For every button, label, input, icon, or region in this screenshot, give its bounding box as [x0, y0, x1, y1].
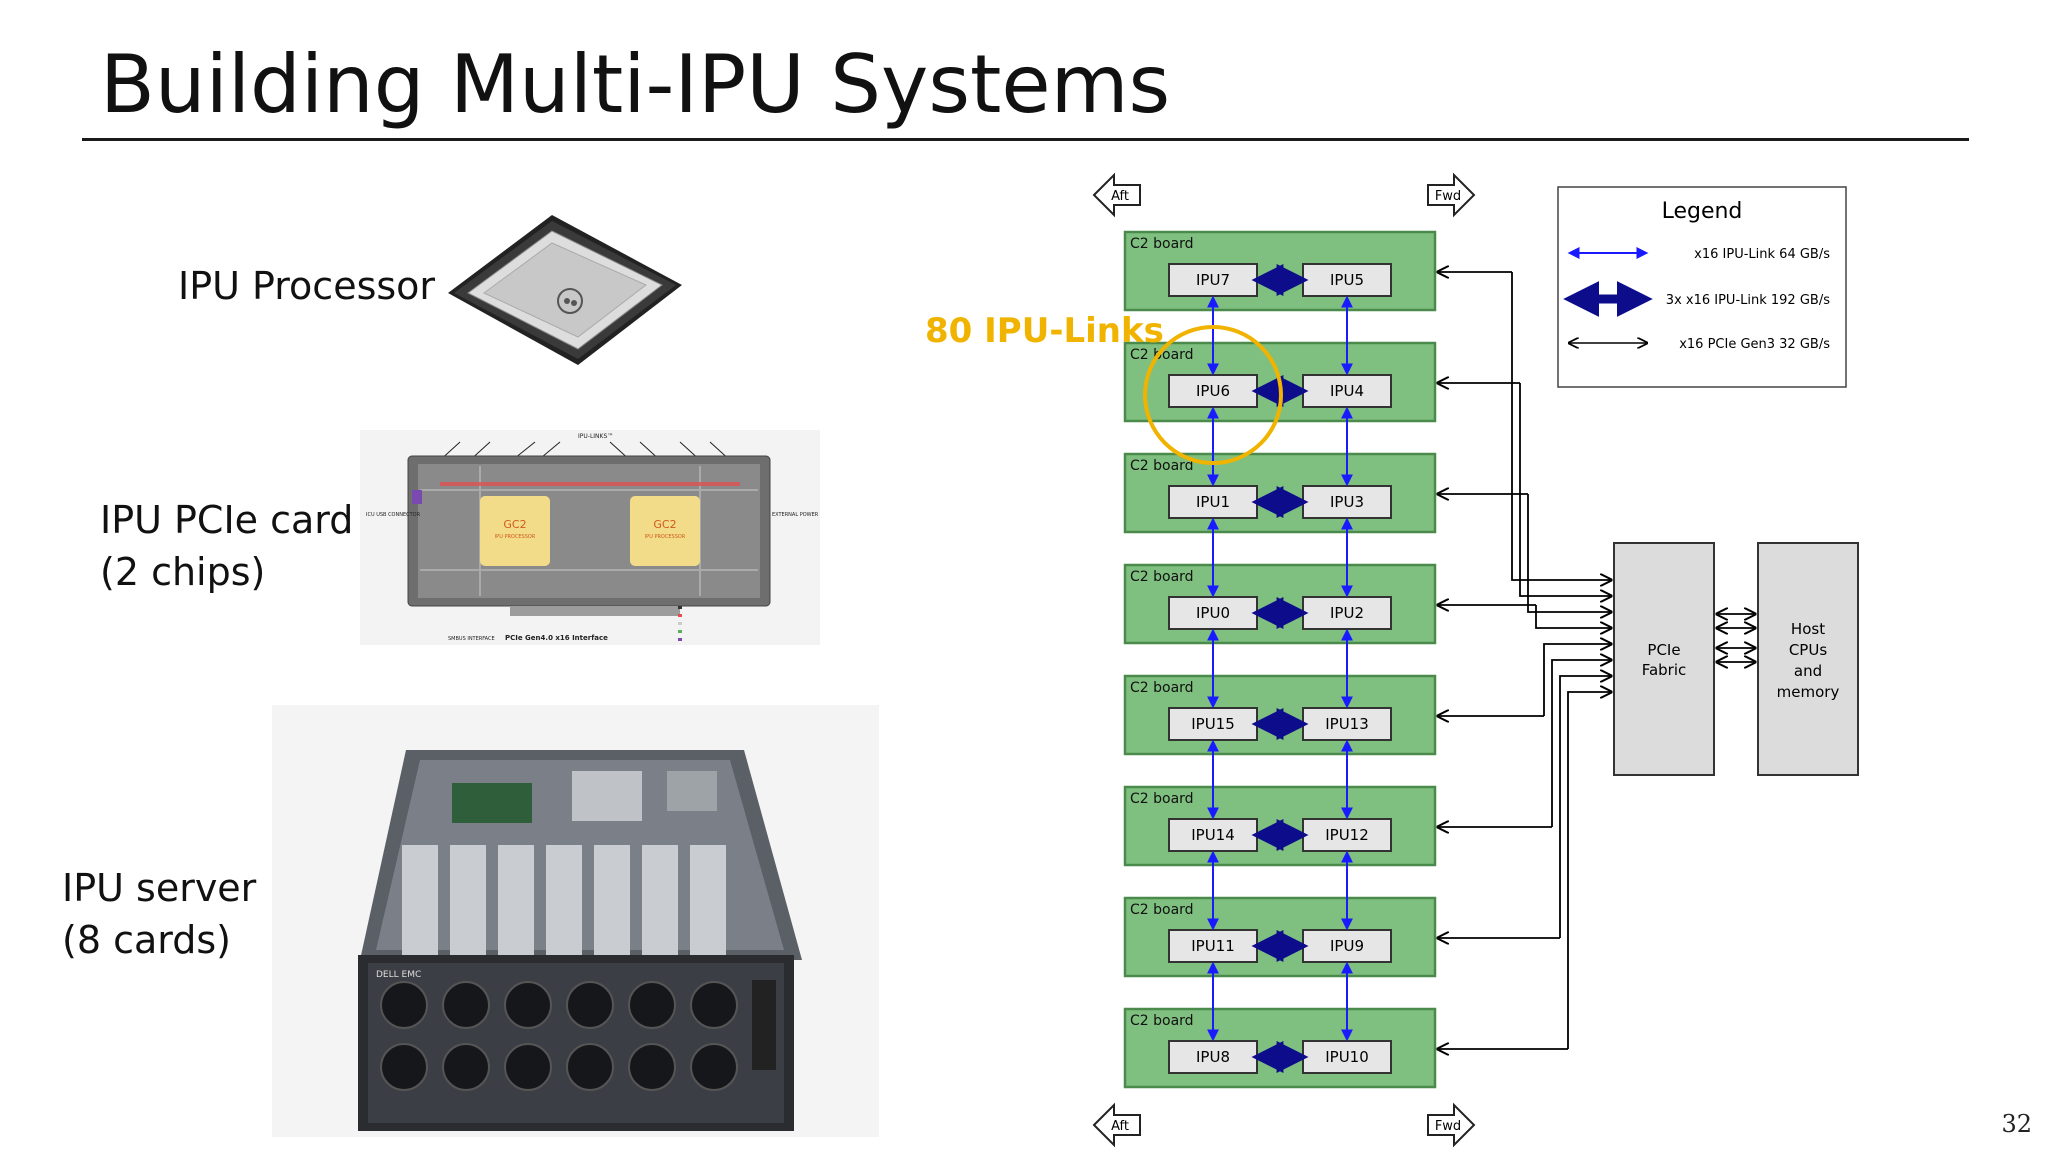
- pcie-link: [1519, 383, 1610, 596]
- board-label: C2 board: [1130, 236, 1194, 252]
- pcie-fabric-label-2: Fabric: [1642, 661, 1687, 679]
- pcie-link: [1543, 644, 1610, 716]
- pcie-fabric-box: [1613, 542, 1715, 776]
- host-box: [1757, 542, 1859, 776]
- annotation-label: 80 IPU-Links: [925, 311, 1164, 351]
- pcie-link: [1527, 494, 1610, 612]
- ipu-label: IPU6: [1196, 382, 1230, 400]
- ipu-chip-ipu15: [1168, 707, 1258, 741]
- card-interface-text: PCIe Gen4.0 x16 Interface: [505, 634, 608, 642]
- ipu-label: IPU3: [1330, 493, 1364, 511]
- ipu-label: IPU13: [1325, 715, 1369, 733]
- board-label: C2 board: [1130, 902, 1194, 918]
- ipu-label: IPU7: [1196, 271, 1230, 289]
- pcie-link: [1551, 660, 1610, 827]
- page-number: 32: [2001, 1110, 2032, 1138]
- aft-arrow-bottom: Aft: [1092, 1102, 1141, 1148]
- server-label-1: IPU server: [62, 866, 257, 910]
- card-chip1-sub: IPU PROCESSOR: [495, 534, 536, 540]
- ipu-label: IPU0: [1196, 604, 1230, 622]
- ipu-server-image: DELL EMC: [272, 705, 879, 1137]
- ipu-label: IPU11: [1191, 937, 1235, 955]
- ipu-label: IPU12: [1325, 826, 1369, 844]
- fwd-arrow-top: Fwd: [1427, 172, 1476, 218]
- legend-title: Legend: [1662, 199, 1743, 224]
- ipu-label: IPU2: [1330, 604, 1364, 622]
- pcie-link: [1511, 272, 1610, 580]
- ipu-chip-ipu4: [1302, 374, 1392, 408]
- processor-label: IPU Processor: [178, 264, 436, 308]
- card-usb-text: ICU USB CONNECTOR: [366, 512, 421, 518]
- annotation-circle: [1143, 325, 1283, 465]
- legend-item-1: x16 IPU-Link 64 GB/s: [1694, 247, 1830, 262]
- legend-item-2: 3x x16 IPU-Link 192 GB/s: [1666, 293, 1830, 308]
- host-label-4: memory: [1777, 683, 1840, 701]
- host-label-1: Host: [1791, 620, 1825, 638]
- board-label: C2 board: [1130, 569, 1194, 585]
- pcie-card-image: IPU-LINKS™ GC2 IPU PROCESSOR GC2 IPU PRO…: [360, 430, 820, 645]
- board-label: C2 board: [1130, 458, 1194, 474]
- card-ext-power-text: EXTERNAL POWER: [772, 512, 819, 518]
- host-label-3: and: [1794, 662, 1822, 680]
- ipu-chip-ipu8: [1168, 1040, 1258, 1074]
- ipu-label: IPU5: [1330, 271, 1364, 289]
- card-ipu-links-text: IPU-LINKS™: [578, 433, 613, 440]
- aft-arrow-top: Aft: [1092, 172, 1141, 218]
- svg-text:Aft: Aft: [1111, 1119, 1129, 1134]
- pcie-card-label-2: (2 chips): [100, 550, 266, 594]
- ipu-label: IPU9: [1330, 937, 1364, 955]
- server-brand: DELL EMC: [376, 970, 421, 980]
- legend-item-3: x16 PCIe Gen3 32 GB/s: [1679, 337, 1830, 352]
- host-label-2: CPUs: [1789, 641, 1827, 659]
- ipu-label: IPU14: [1191, 826, 1235, 844]
- card-chip2-label: GC2: [653, 518, 676, 531]
- ipu-label: IPU8: [1196, 1048, 1230, 1066]
- pcie-link: [1559, 676, 1610, 938]
- card-chip1-label: GC2: [503, 518, 526, 531]
- board-label: C2 board: [1130, 1013, 1194, 1029]
- pcie-link: [1535, 605, 1610, 628]
- ipu-processor-image: [448, 215, 682, 365]
- server-label-2: (8 cards): [62, 918, 231, 962]
- pcie-fabric-label-1: PCIe: [1647, 641, 1680, 659]
- ipu-label: IPU10: [1325, 1048, 1369, 1066]
- svg-text:Aft: Aft: [1111, 189, 1129, 204]
- page-title: Building Multi-IPU Systems: [100, 38, 1171, 131]
- board-label: C2 board: [1130, 680, 1194, 696]
- board-label: C2 board: [1130, 791, 1194, 807]
- svg-text:Fwd: Fwd: [1435, 1119, 1461, 1134]
- card-smbus-text: SMBUS INTERFACE: [448, 636, 495, 642]
- ipu-label: IPU15: [1191, 715, 1235, 733]
- pcie-link: [1567, 692, 1610, 1049]
- pcie-card-label-1: IPU PCIe card: [100, 498, 354, 542]
- svg-text:Fwd: Fwd: [1435, 189, 1461, 204]
- board-label: C2 board: [1130, 347, 1194, 363]
- fwd-arrow-bottom: Fwd: [1427, 1102, 1476, 1148]
- title-divider: [82, 138, 1969, 141]
- ipu-label: IPU1: [1196, 493, 1230, 511]
- ipu-label: IPU4: [1330, 382, 1364, 400]
- card-chip2-sub: IPU PROCESSOR: [645, 534, 686, 540]
